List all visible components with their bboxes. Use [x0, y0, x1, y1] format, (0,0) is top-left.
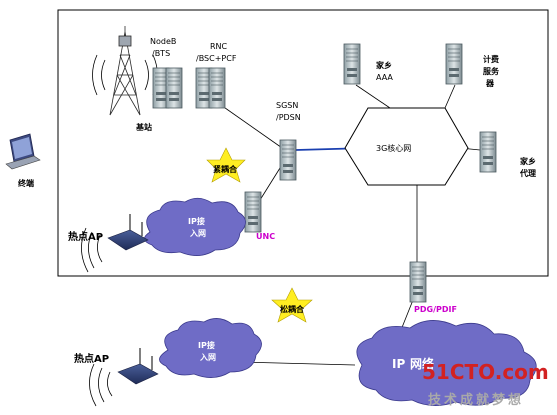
radio-waves-lower-icon [89, 363, 113, 407]
core-network-label: 3G核心网 [376, 143, 411, 153]
rnc-server-icon [195, 67, 226, 109]
tower-icon [109, 26, 141, 116]
aaa-server-icon [343, 43, 361, 85]
home-aaa-label-2: AAA [376, 73, 393, 82]
home-agent-label-2: 代理 [519, 168, 536, 178]
ip-network-cloud-icon [356, 320, 537, 406]
bts-label: /BTS [152, 49, 170, 58]
ip-access-upper-label-2: 入网 [189, 229, 206, 238]
unc-server-icon [244, 191, 262, 233]
hotspot-ap-lower-label: 热点AP [74, 352, 109, 365]
tight-coupling-label: 紧耦合 [213, 164, 238, 174]
ip-network-label-1: IP [392, 357, 405, 371]
ip-access-lower-label-1: IP接 [198, 340, 215, 350]
ip-access-cloud-upper-icon [144, 197, 246, 256]
ip-network-label-2: 网络 [410, 356, 434, 371]
home-agent-label-1: 家乡 [520, 156, 536, 166]
core-network-hexagon [344, 107, 469, 186]
watermark-logo: 51CTO.com [422, 360, 549, 384]
watermark-slogan: 技术成就梦想 [428, 392, 524, 408]
ip-access-lower-label-2: 入网 [199, 353, 216, 362]
tight-coupling-star-icon [206, 147, 246, 183]
operator-domain-frame [57, 9, 549, 277]
billing-label-2: 服务 [483, 66, 500, 76]
billing-label-1: 计费 [483, 54, 499, 64]
nodeb-server-icon [152, 67, 183, 109]
pdsn-label: /PDSN [276, 113, 301, 122]
billing-server-icon [445, 43, 463, 85]
rnc-label: RNC [210, 42, 228, 51]
loose-coupling-star-icon [271, 287, 313, 323]
billing-label-3: 器 [485, 79, 495, 88]
loose-coupling-label: 松耦合 [280, 304, 305, 314]
laptop-icon [5, 133, 41, 170]
base-station-label: 基站 [135, 122, 152, 132]
unc-label: UNC [256, 232, 275, 241]
bsc-pcf-label: /BSC+PCF [196, 54, 237, 63]
sgsn-server-icon [279, 139, 297, 181]
radio-waves-upper-icon [81, 227, 103, 273]
router-lower-icon [117, 348, 159, 385]
nodeb-label: NodeB [150, 37, 176, 46]
home-aaa-label-1: 家乡 [376, 60, 392, 70]
pdg-server-icon [409, 261, 427, 303]
terminal-label: 终端 [17, 178, 34, 188]
ip-access-upper-label-1: IP接 [188, 216, 205, 226]
pdg-pdif-label: PDG/PDIF [414, 305, 457, 314]
ip-access-cloud-lower-icon [159, 318, 262, 378]
home-agent-server-icon [479, 131, 497, 173]
sgsn-label: SGSN [276, 101, 298, 110]
hotspot-ap-upper-label: 热点AP [68, 230, 103, 243]
router-upper-icon [107, 214, 149, 251]
